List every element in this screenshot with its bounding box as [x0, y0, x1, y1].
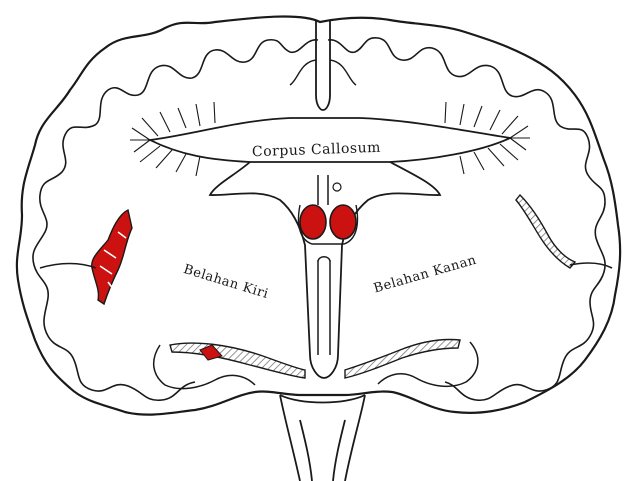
- highlighted-nuclei: [299, 205, 358, 244]
- fissure-branches: [290, 60, 356, 85]
- right-insula-region: [516, 195, 612, 268]
- right-temporal-hatch: [345, 339, 460, 378]
- brain-stem: [280, 395, 365, 481]
- left-temporal-hatch: [170, 343, 305, 378]
- septum-lines: [318, 175, 330, 355]
- inner-cortex-outline-right: [328, 38, 605, 400]
- longitudinal-fissure: [316, 20, 330, 110]
- ventricle-outline: [210, 162, 440, 378]
- left-insula-region: [40, 210, 132, 304]
- small-nucleus: [333, 183, 341, 191]
